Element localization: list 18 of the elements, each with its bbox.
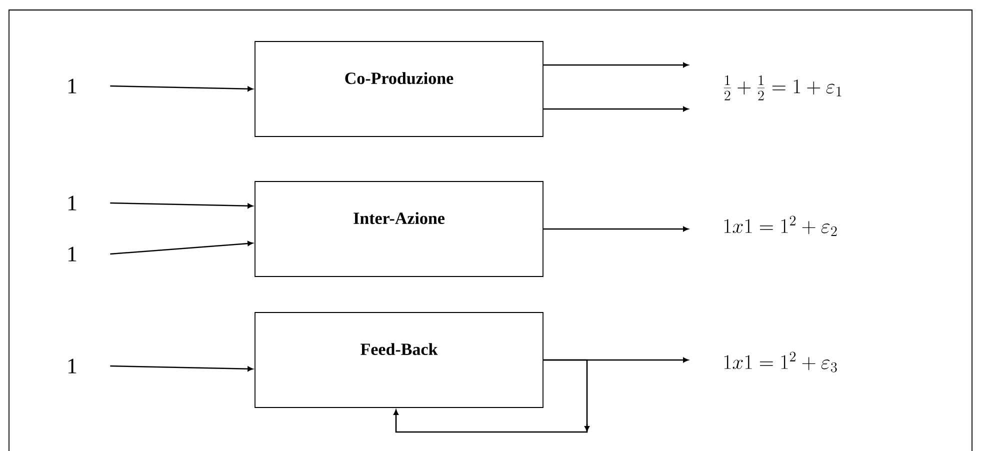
formula: $1x1=1^{2}+\varepsilon_{2}$ — [724, 216, 837, 236]
arrow — [110, 202, 253, 208]
arrow — [543, 106, 688, 112]
arrow — [543, 62, 688, 68]
arrow — [110, 241, 253, 255]
process-box: Feed-Back — [254, 312, 544, 408]
arrow — [110, 85, 253, 92]
arrow — [543, 226, 688, 232]
arrow — [110, 365, 253, 372]
input-label: 1 — [68, 196, 76, 210]
process-box: Inter-Azione — [254, 181, 544, 277]
input-label: 1 — [68, 78, 76, 94]
feedback-arrow — [394, 359, 590, 433]
process-box: Co-Produzione — [254, 41, 544, 137]
input-label: 1 — [68, 358, 76, 374]
formula: $1x1=1^{2}+\varepsilon_{3}$ — [724, 352, 837, 372]
formula: $\frac{1}{2}+\frac{1}{2}=1+\varepsilon_{1}$ — [724, 75, 842, 100]
input-label: 1 — [68, 246, 76, 262]
